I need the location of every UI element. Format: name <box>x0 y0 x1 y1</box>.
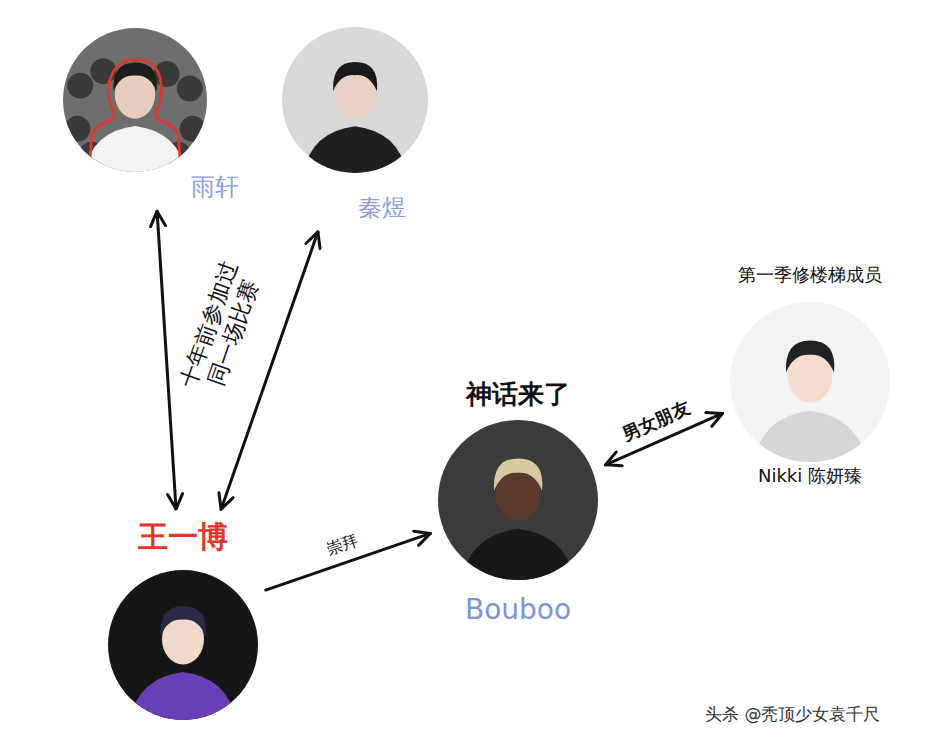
figure-hair <box>160 606 205 636</box>
person-node: 神话来了 Bouboo <box>436 376 600 630</box>
relation-label: 崇拜 <box>321 529 363 560</box>
person-node: 雨轩 <box>61 26 241 205</box>
highlight-outline <box>89 60 181 172</box>
figure-body <box>752 411 867 462</box>
portrait-circle <box>108 570 258 720</box>
crowd-figure <box>67 73 93 99</box>
crowd-figure <box>64 116 90 142</box>
figure-hair <box>494 458 542 490</box>
relation-label: 男女朋友 <box>616 395 696 446</box>
portrait-circle <box>282 27 428 173</box>
crowd-figure <box>177 76 203 102</box>
portrait-circle <box>438 420 598 580</box>
node-heading: 王一博 <box>138 517 228 556</box>
crowd-figure <box>180 116 206 142</box>
portrait-circle <box>730 302 890 462</box>
figure-hair <box>333 62 377 91</box>
portrait-photo <box>282 27 428 173</box>
portrait-circle <box>63 28 207 172</box>
figure-body <box>83 126 187 172</box>
portrait-photo <box>438 420 598 580</box>
person-node: 第一季修楼梯成员 Nikki 陈妍臻 <box>728 261 892 490</box>
node-name: Nikki 陈妍臻 <box>758 464 862 487</box>
node-heading: 神话来了 <box>466 378 570 412</box>
figure-body <box>302 126 407 173</box>
node-name: 秦煜 <box>358 193 406 224</box>
portrait-photo <box>108 570 258 720</box>
figure-hair <box>786 340 834 372</box>
figure-body <box>460 529 575 580</box>
node-heading: 第一季修楼梯成员 <box>738 263 882 286</box>
node-name: 雨轩 <box>191 172 239 203</box>
portrait-photo <box>63 28 207 172</box>
watermark: 头杀 @秃顶少女袁千尺 <box>705 703 880 726</box>
figure-body <box>129 672 237 720</box>
portrait-photo <box>730 302 890 462</box>
relation-label: 十年前参加过 同一场比赛 <box>174 253 271 405</box>
person-node: 王一博 <box>106 515 260 722</box>
relation-arrow <box>157 211 176 509</box>
figure-hair <box>113 63 157 92</box>
person-node: 秦煜 <box>280 25 430 226</box>
node-name: Bouboo <box>465 592 571 628</box>
